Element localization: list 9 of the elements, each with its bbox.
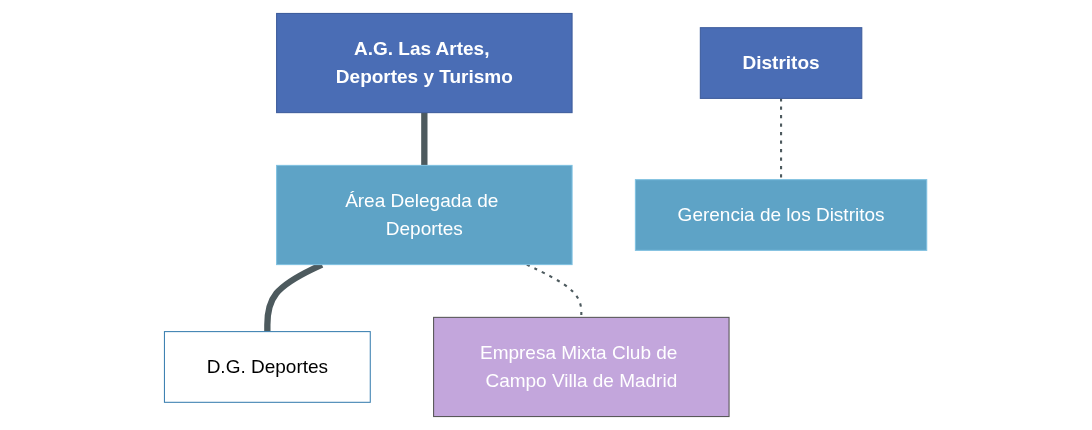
connector [421,112,428,166]
node-box: Empresa Mixta Club de Campo Villa de Madrid [433,316,730,418]
node-box: D.G. Deportes [164,331,372,403]
node-box: A.G. Las Artes, Deportes y Turismo [276,12,573,114]
connector [780,98,783,180]
node-box: Gerencia de los Distritos [635,179,928,251]
connector [526,263,583,318]
node-box: Área Delegada de Deportes [276,164,573,266]
node-box: Distritos [700,27,863,99]
